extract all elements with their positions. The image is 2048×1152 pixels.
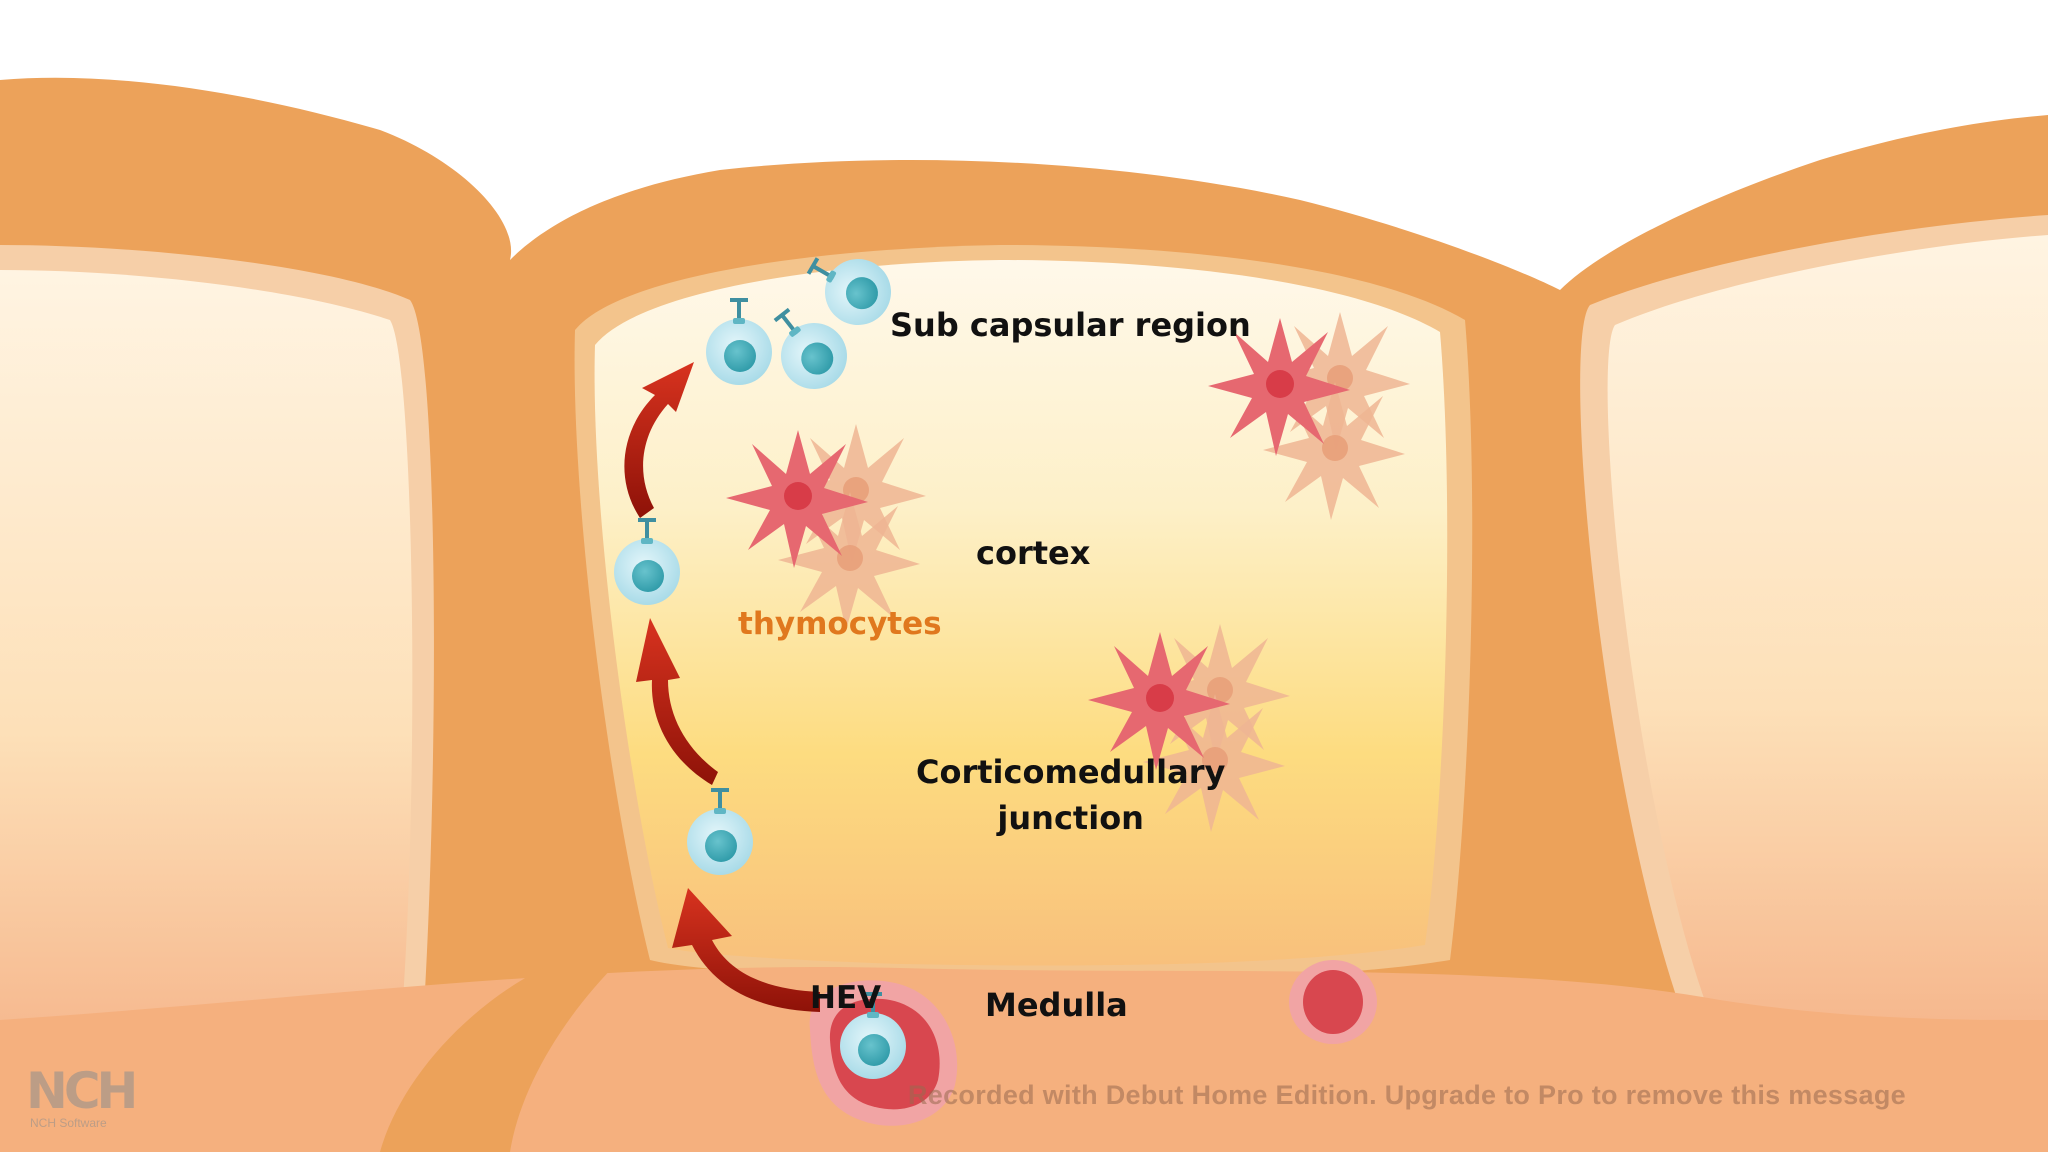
medulla-label: Medulla <box>985 986 1128 1024</box>
thymocytes-label: thymocytes <box>738 606 942 642</box>
cmj-line-1: Corticomedullary <box>916 753 1226 791</box>
cortex-label: cortex <box>976 534 1091 572</box>
cmj-line-2: junction <box>997 799 1144 837</box>
migration-arrow-icon <box>636 618 718 785</box>
subcapsular-region-label: Sub capsular region <box>890 306 1251 344</box>
migration-arrow-icon <box>624 362 694 518</box>
corticomedullary-junction-label: Corticomedullary junction <box>916 749 1225 841</box>
logo-subtitle: NCH Software <box>30 1116 107 1130</box>
medulla-vessel <box>1289 960 1377 1044</box>
logo-mark: NCH <box>26 1062 138 1120</box>
nch-logo: NCH NCH Software <box>26 1062 138 1136</box>
migration-arrow-icon <box>672 888 820 1012</box>
recording-watermark: Recorded with Debut Home Edition. Upgrad… <box>908 1080 1906 1110</box>
hev-label: HEV <box>810 980 882 1016</box>
